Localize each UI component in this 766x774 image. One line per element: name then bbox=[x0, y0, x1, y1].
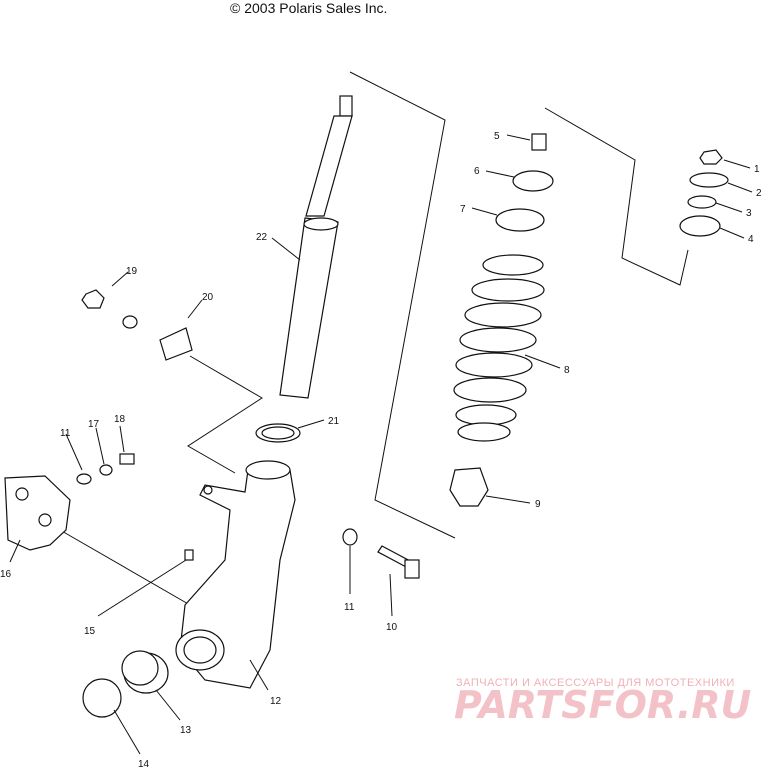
watermark-logo: PARTSFOR.RU bbox=[454, 683, 752, 727]
callout-15: 15 bbox=[84, 626, 96, 637]
callout-17: 17 bbox=[88, 419, 100, 430]
snap-ring-part[interactable] bbox=[82, 678, 122, 718]
clip-20-part[interactable] bbox=[159, 327, 193, 361]
callout-19: 19 bbox=[126, 266, 138, 277]
callout-21: 21 bbox=[328, 416, 340, 427]
bolt-18-part[interactable] bbox=[119, 453, 135, 465]
callout-6: 6 bbox=[474, 166, 480, 177]
coil-spring-part[interactable] bbox=[453, 254, 545, 442]
nut-19-part[interactable] bbox=[81, 289, 105, 309]
watermark-tagline: ЗАПЧАСТИ И АКСЕССУАРЫ ДЛЯ МОТОТЕХНИКИ bbox=[456, 677, 735, 689]
callout-5: 5 bbox=[494, 131, 500, 142]
washer-17-part[interactable] bbox=[99, 464, 113, 476]
washer-19-part[interactable] bbox=[122, 315, 138, 329]
callout-16: 16 bbox=[0, 569, 12, 580]
washer-3-part[interactable] bbox=[687, 195, 717, 209]
leader-lines bbox=[9, 134, 753, 755]
callout-4: 4 bbox=[748, 234, 754, 245]
knuckle-bracket bbox=[187, 355, 263, 474]
strut-part[interactable] bbox=[279, 95, 353, 399]
bearing-part[interactable] bbox=[121, 650, 169, 694]
bushing-4-part[interactable] bbox=[679, 215, 721, 237]
o-ring-inner bbox=[261, 426, 295, 440]
callout-10: 10 bbox=[386, 622, 398, 633]
strut-group-bracket bbox=[349, 71, 456, 539]
callout-8: 8 bbox=[564, 365, 570, 376]
steering-knuckle-part[interactable] bbox=[175, 460, 296, 689]
callout-9: 9 bbox=[535, 499, 541, 510]
washer-11b-part[interactable] bbox=[342, 528, 358, 546]
callout-12: 12 bbox=[270, 696, 282, 707]
bolt-15-part[interactable] bbox=[184, 549, 194, 561]
callout-14: 14 bbox=[138, 759, 150, 769]
caliper-part[interactable] bbox=[4, 475, 71, 551]
copyright-notice: © 2003 Polaris Sales Inc. bbox=[230, 0, 388, 16]
bump-stop-part[interactable] bbox=[449, 467, 489, 507]
callout-13: 13 bbox=[180, 725, 192, 736]
nut-5-part[interactable] bbox=[531, 133, 547, 151]
callout-20: 20 bbox=[202, 292, 214, 303]
callout-18: 18 bbox=[114, 414, 126, 425]
callout-7: 7 bbox=[460, 204, 466, 215]
callout-22: 22 bbox=[256, 232, 268, 243]
callout-1: 1 bbox=[754, 164, 760, 175]
washer-2-part[interactable] bbox=[689, 172, 729, 188]
nut-1-part[interactable] bbox=[699, 149, 723, 165]
washer-11-part[interactable] bbox=[76, 473, 92, 485]
callout-3: 3 bbox=[746, 208, 752, 219]
top-mount-bracket bbox=[544, 107, 689, 286]
callout-11b: 11 bbox=[344, 602, 355, 613]
spring-seat-7-part[interactable] bbox=[495, 208, 545, 232]
bolt-10-part[interactable] bbox=[377, 545, 420, 579]
callout-2: 2 bbox=[756, 188, 762, 199]
callout-11a: 11 bbox=[60, 428, 71, 439]
caliper-leader-line bbox=[59, 529, 191, 606]
spring-seat-6-part[interactable] bbox=[512, 170, 554, 192]
